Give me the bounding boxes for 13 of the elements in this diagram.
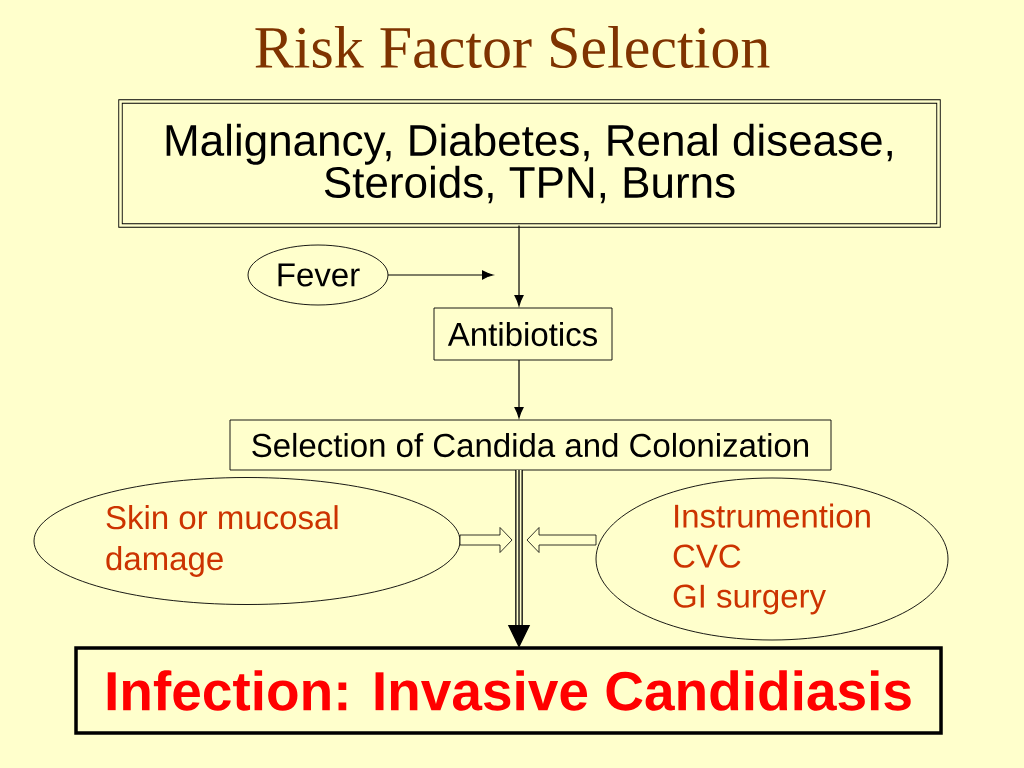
oval: Instrumention CVC GI surgery: [595, 477, 949, 641]
arrow: [514, 224, 524, 307]
title: Risk Factor Selection: [255, 25, 770, 69]
oval: Fever: [247, 244, 389, 306]
block-arrow: [526, 527, 597, 553]
arrow: [514, 359, 524, 419]
process-box: Antibiotics: [433, 307, 613, 361]
block-arrow: [459, 527, 513, 553]
double-border-box: Malignancy, Diabetes, Renal disease, Steroids, TPN, Burns: [118, 99, 941, 228]
arrow: [387, 270, 494, 280]
outcome-box: Infection: Invasive Candidiasis: [74, 646, 943, 735]
process-box: Selection of Candida and Colonization: [229, 419, 832, 471]
oval: Skin or mucosal damage: [33, 477, 461, 605]
